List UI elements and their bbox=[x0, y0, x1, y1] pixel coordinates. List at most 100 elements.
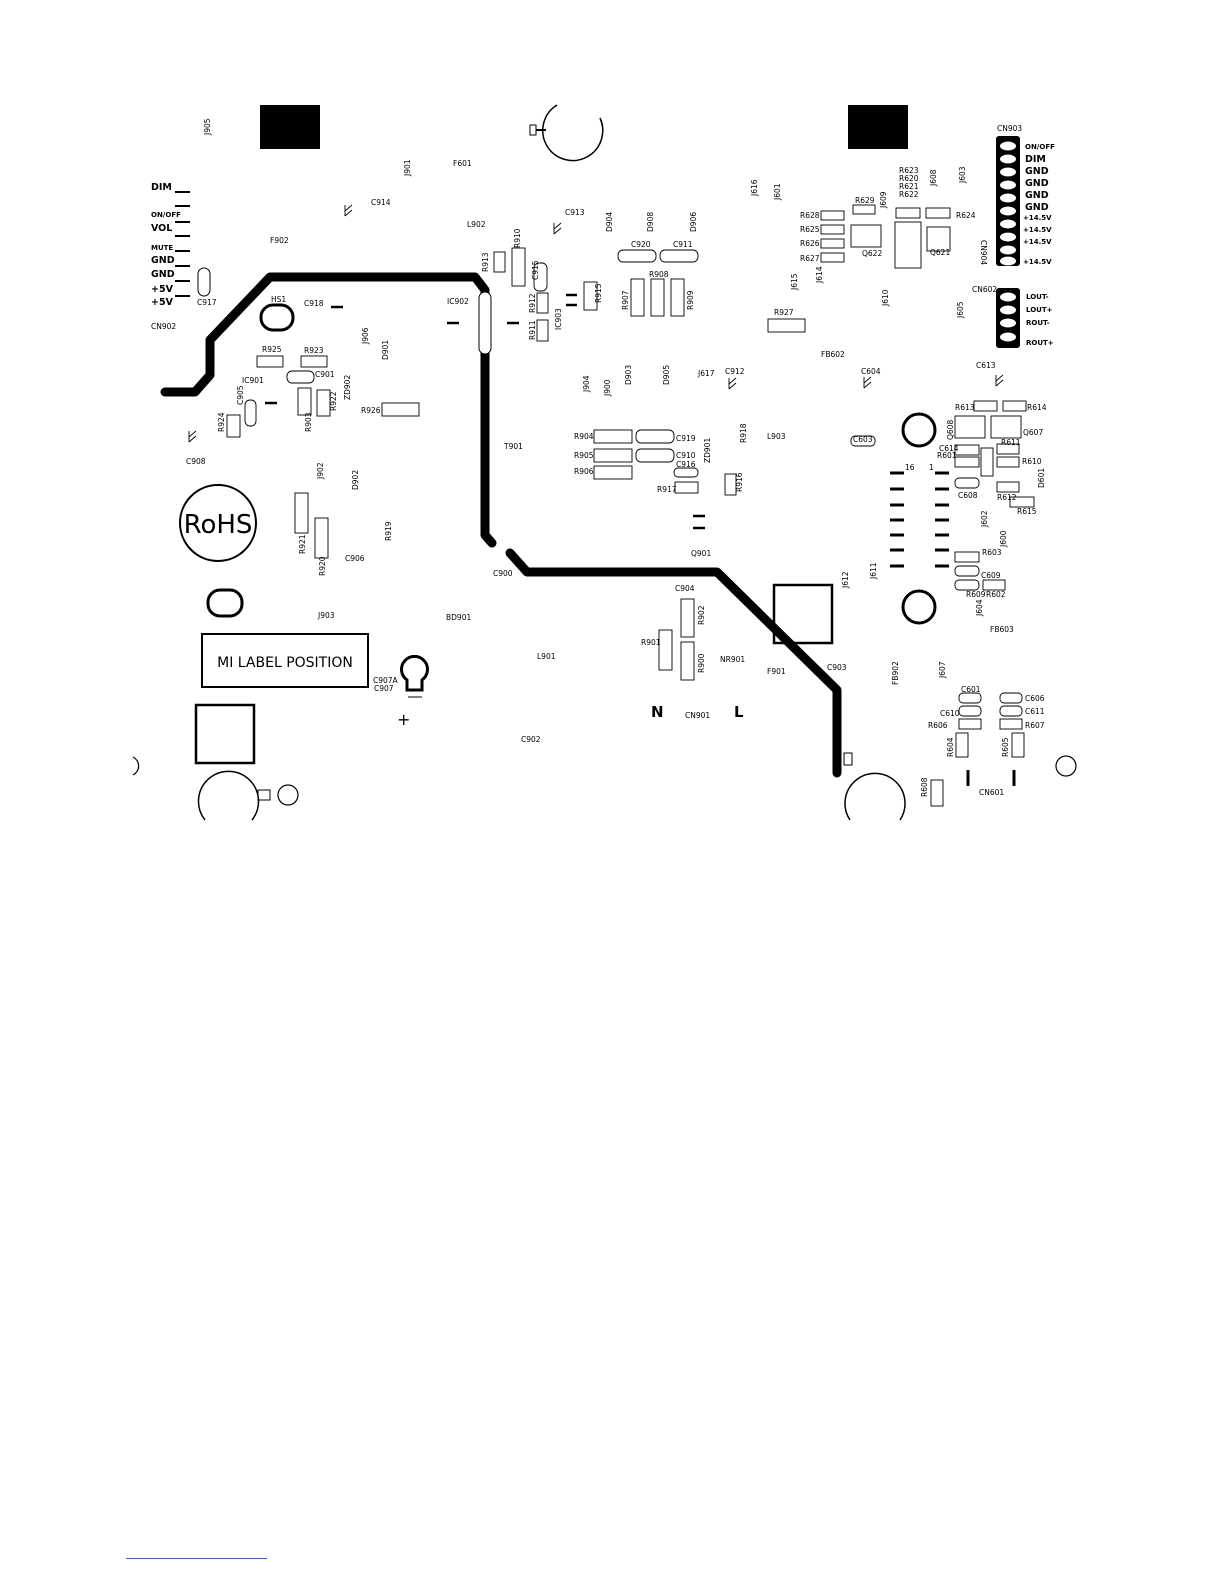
designator-label: C609 bbox=[981, 571, 1001, 580]
designator-label: R922 bbox=[329, 391, 338, 411]
cn902-pin-label: ON/OFF bbox=[151, 211, 181, 219]
designator-label: J611 bbox=[869, 562, 878, 580]
designator-label: J904 bbox=[582, 375, 591, 393]
electrolytic-marks bbox=[188, 204, 1004, 443]
cn902-pin-label: GND bbox=[151, 255, 175, 266]
designator-label: F901 bbox=[767, 667, 786, 676]
designator-label: R608 bbox=[920, 777, 929, 797]
designator-label: ZD902 bbox=[343, 375, 352, 400]
designator-label: R602 bbox=[986, 590, 1006, 599]
designator-label: R905 bbox=[574, 451, 594, 460]
designator-label: R627 bbox=[800, 254, 820, 263]
designator-label: R908 bbox=[649, 270, 669, 279]
designator-label: J902 bbox=[316, 462, 325, 480]
designator-label: FB902 bbox=[891, 661, 900, 685]
designator-label: J901 bbox=[403, 159, 412, 177]
cn602-pin-label: ROUT+ bbox=[1026, 339, 1054, 347]
svg-text:1: 1 bbox=[929, 463, 934, 472]
designator-label: C613 bbox=[976, 361, 996, 370]
designator-label: J900 bbox=[603, 379, 612, 397]
mi-label-text: MI LABEL POSITION bbox=[217, 655, 353, 671]
designator-label: R611 bbox=[1001, 438, 1021, 447]
designator-label: R628 bbox=[800, 211, 820, 220]
designator-label: R902 bbox=[697, 605, 706, 625]
designator-label: C905 bbox=[236, 385, 245, 405]
designator-label: R906 bbox=[574, 467, 594, 476]
designator-label: F902 bbox=[270, 236, 289, 245]
designator-label: C920 bbox=[631, 240, 651, 249]
rohs-mark: RoHS bbox=[179, 484, 257, 562]
designator-label: J903 bbox=[317, 611, 335, 620]
cn902-pin-label: GND bbox=[151, 269, 175, 280]
edge-hole-right bbox=[1055, 755, 1077, 777]
designator-label: R620 bbox=[899, 174, 919, 183]
isolation-barrier-line bbox=[160, 272, 842, 778]
fuse-hole bbox=[206, 588, 244, 618]
screw-icon-bottom-left bbox=[197, 770, 299, 821]
designator-label: R918 bbox=[739, 423, 748, 443]
designator-label: C914 bbox=[371, 198, 391, 207]
designator-label: R921 bbox=[298, 534, 307, 554]
designator-label: IC903 bbox=[554, 308, 563, 330]
designator-label: J608 bbox=[929, 169, 938, 187]
designator-label: Q621 bbox=[930, 248, 950, 257]
designator-label: D905 bbox=[662, 365, 671, 385]
designator-label: R612 bbox=[997, 493, 1017, 502]
designator-label: C903 bbox=[827, 663, 847, 672]
designator-label: J610 bbox=[881, 289, 890, 307]
designator-label: T901 bbox=[503, 442, 523, 451]
designator-label: C917 bbox=[197, 298, 217, 307]
designator-label: J601 bbox=[773, 183, 782, 201]
designator-label: R912 bbox=[528, 293, 537, 313]
reference-designators: J905 J901 F601 C914 F902 CN902 C917 HS1 … bbox=[151, 118, 1047, 797]
cn602-pin-label: LOUT+ bbox=[1026, 306, 1053, 314]
designator-label: J604 bbox=[975, 599, 984, 617]
designator-label: C916 bbox=[676, 460, 696, 469]
mounting-pad-top-left bbox=[260, 105, 320, 149]
rohs-text: RoHS bbox=[184, 510, 253, 540]
designator-label: J607 bbox=[938, 661, 947, 679]
designator-label: J602 bbox=[980, 510, 989, 528]
cn903-pin-label: +14.5V bbox=[1023, 214, 1052, 222]
cn902-pin-label: MUTE bbox=[151, 244, 173, 252]
designator-label: J905 bbox=[203, 118, 212, 136]
polarity-plus-mark: + bbox=[397, 710, 410, 729]
designator-label: D903 bbox=[624, 365, 633, 385]
designator-label: C603 bbox=[853, 435, 873, 444]
cn602-connector: LOUT- LOUT+ ROUT- ROUT+ bbox=[996, 288, 1054, 348]
designator-label: BD901 bbox=[446, 613, 471, 622]
designator-label: R900 bbox=[697, 653, 706, 673]
designator-label: C907A bbox=[373, 676, 399, 685]
designator-label: R903 bbox=[304, 412, 313, 432]
designator-label: Q607 bbox=[1023, 428, 1043, 437]
designator-label: C906 bbox=[345, 554, 365, 563]
designator-label: R629 bbox=[855, 196, 875, 205]
designator-label: J612 bbox=[841, 571, 850, 589]
screw-icon-bottom-right bbox=[843, 752, 906, 821]
square-pad-left bbox=[194, 703, 256, 765]
cn903-connector: ON/OFF DIM GND GND GND GND +14.5V +14.5V… bbox=[996, 136, 1055, 266]
designator-label: R607 bbox=[1025, 721, 1045, 730]
designator-label: J906 bbox=[361, 327, 370, 345]
designator-label: C902 bbox=[521, 735, 541, 744]
designator-label: R924 bbox=[217, 412, 226, 432]
designator-label: J605 bbox=[956, 301, 965, 319]
cn903-pin-label: GND bbox=[1025, 202, 1049, 213]
designator-label: R604 bbox=[946, 737, 955, 757]
designator-label: C900 bbox=[493, 569, 513, 578]
designator-label: R609 bbox=[966, 590, 986, 599]
designator-label: R615 bbox=[1017, 507, 1037, 516]
cn902-connector: DIM ON/OFF VOL MUTE GND GND +5V +5V bbox=[151, 182, 190, 308]
designator-label: R923 bbox=[304, 346, 324, 355]
designator-label: FB602 bbox=[821, 350, 845, 359]
mounting-pad-top-right bbox=[848, 105, 908, 149]
designator-label: L902 bbox=[467, 220, 486, 229]
designator-label: C901 bbox=[315, 370, 335, 379]
designator-label: R909 bbox=[686, 290, 695, 310]
designator-label: R613 bbox=[955, 403, 975, 412]
mounting-hole-right-lower bbox=[901, 589, 937, 625]
designator-label: R610 bbox=[1022, 457, 1042, 466]
svg-text:16: 16 bbox=[905, 463, 915, 472]
designator-label: CN902 bbox=[151, 322, 176, 331]
